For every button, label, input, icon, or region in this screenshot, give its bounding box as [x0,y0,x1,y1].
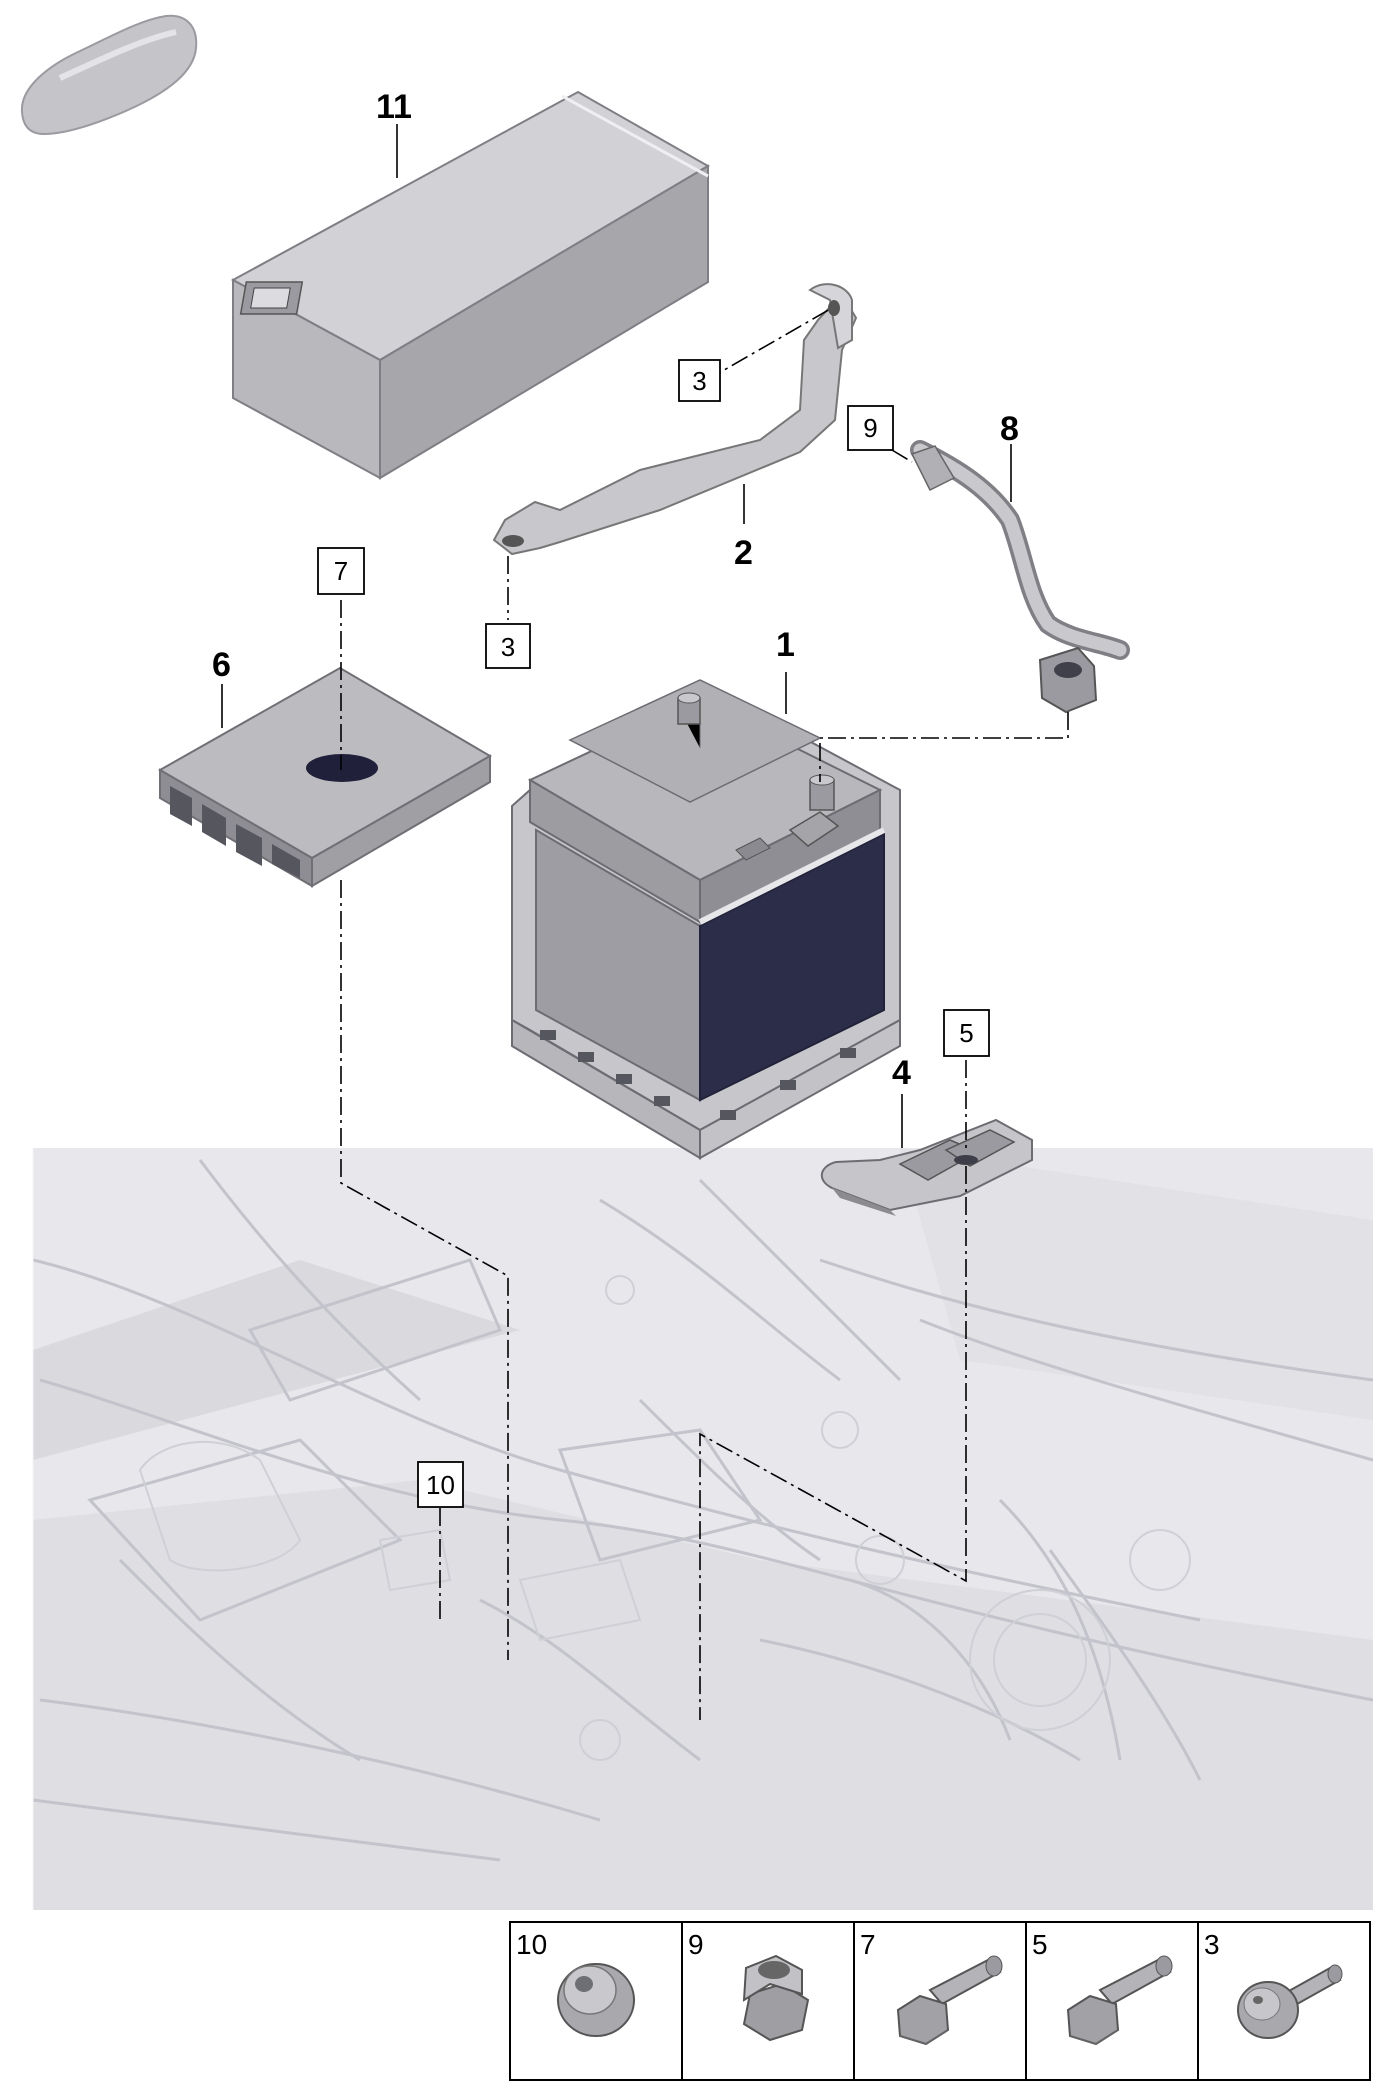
callout-box-9: 9 [847,405,894,451]
svg-text:7: 7 [334,556,348,586]
svg-text:10: 10 [516,1929,547,1960]
battery-cover-part-11 [230,90,710,480]
battery-tray-part-6 [157,666,492,888]
callout-box-3-top: 3 [678,359,721,402]
callout-8: 8 [1000,410,1019,448]
hex-bolt-icon [1066,1955,1173,2046]
svg-text:7: 7 [860,1929,876,1960]
svg-text:10: 10 [426,1470,455,1500]
svg-text:5: 5 [959,1018,973,1048]
svg-text:3: 3 [501,632,515,662]
engine-bay-background [33,1148,1373,1910]
legend-cell-9: 9 [688,1929,810,2042]
holddown-bracket-part-2 [492,283,858,556]
svg-text:9: 9 [863,413,877,443]
callout-4: 4 [892,1054,911,1092]
legend-cell-10: 10 [516,1929,635,2037]
clamp-bracket-part-4 [821,1118,1033,1216]
callout-2: 2 [734,534,753,572]
callout-11: 11 [376,88,412,126]
hex-nut-icon [742,1954,810,2042]
legend-cell-5: 5 [1032,1929,1173,2046]
callout-box-5: 5 [943,1009,990,1057]
callout-1: 1 [776,626,795,664]
callout-6: 6 [212,646,231,684]
svg-text:3: 3 [692,366,706,396]
pan-head-screw-icon [1237,1964,1343,2039]
legend-cell-3: 3 [1204,1929,1343,2039]
callout-box-10: 10 [417,1461,464,1508]
callout-box-3-bottom: 3 [485,623,531,669]
fastener-legend-table: 10 9 7 5 [509,1921,1371,2081]
battery-part-1 [511,679,901,1160]
callout-box-7: 7 [317,547,365,595]
leader-lines [221,124,1012,1148]
legend-cell-7: 7 [860,1929,1003,2046]
battery-cable-part-8 [910,440,1130,714]
car-silhouette-icon [20,14,198,136]
svg-text:3: 3 [1204,1929,1220,1960]
svg-text:9: 9 [688,1929,704,1960]
collar-nut-icon [557,1963,635,2037]
connection-lines [340,307,1069,1720]
svg-text:5: 5 [1032,1929,1048,1960]
hex-bolt-icon [896,1955,1003,2046]
